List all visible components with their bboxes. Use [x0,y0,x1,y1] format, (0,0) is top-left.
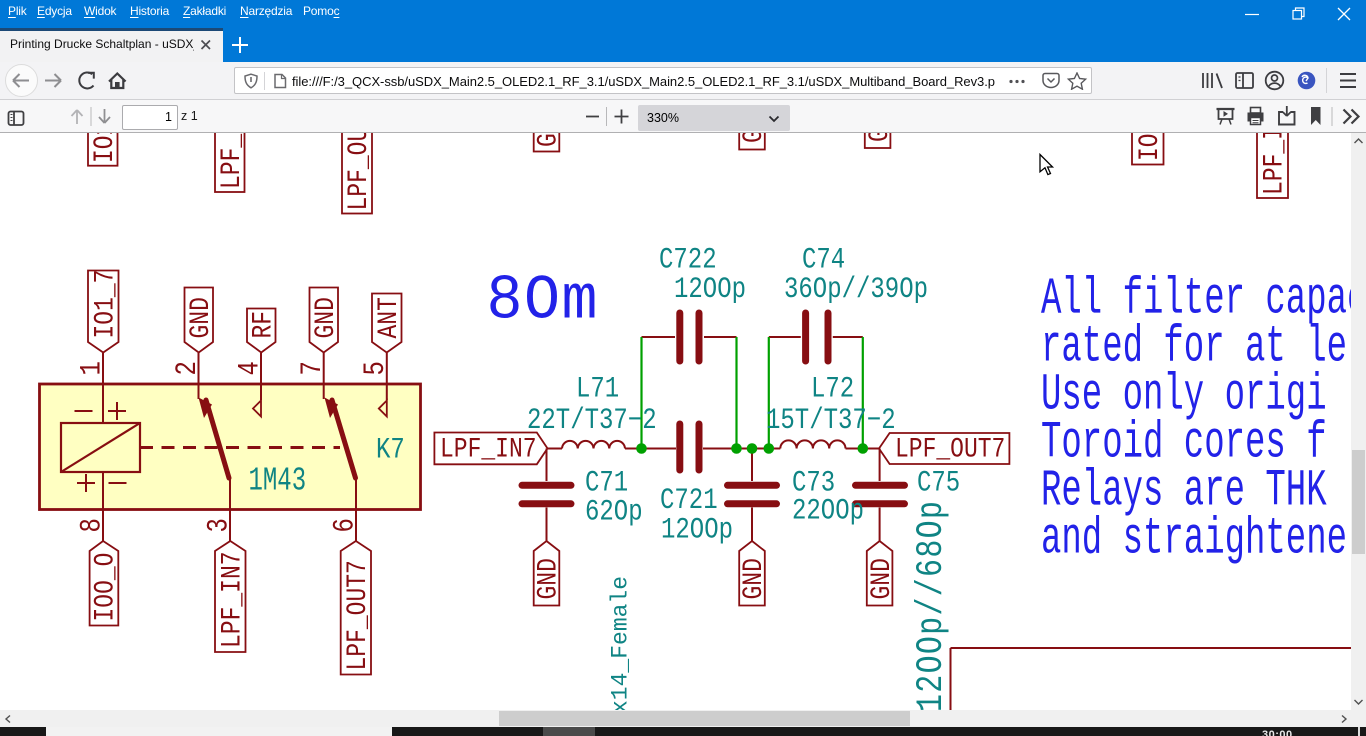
svg-text:1: 1 [76,361,109,375]
svg-text:12OOp: 12OOp [661,514,733,547]
svg-text:12OOp//68Op: 12OOp//68Op [911,500,953,710]
svg-text:4: 4 [234,361,267,375]
svg-text:rated for at le: rated for at le [1041,319,1347,377]
svg-text:GND: GND [185,297,217,338]
svg-text:Relays are THK: Relays are THK [1041,463,1327,521]
svg-text:1M43: 1M43 [249,462,307,500]
svg-text:8: 8 [76,518,109,532]
svg-text:12OOp: 12OOp [674,274,746,307]
svg-text:15T/T37−2: 15T/T37−2 [766,405,896,438]
svg-text:All filter capacit: All filter capacit [1041,271,1351,329]
svg-text:6: 6 [329,518,362,532]
svg-text:C722: C722 [659,244,717,277]
svg-text:LPF_OUT6: LPF_OUT6 [343,133,375,211]
svg-text:x14_Female: x14_Female [608,576,634,710]
svg-text:GND: GND [533,558,565,599]
svg-text:Use only origi: Use only origi [1041,367,1327,425]
svg-text:GND: GND [310,297,342,338]
svg-text:GND: GND [738,558,770,599]
svg-text:3: 3 [203,518,236,532]
svg-text:62Op: 62Op [585,496,643,529]
svg-text:GND: GND [864,133,896,142]
svg-text:RF: RF [247,311,279,339]
svg-text:8Om: 8Om [487,266,599,337]
svg-text:GND: GND [866,558,898,599]
svg-text:LPF_IN6: LPF_IN6 [1259,133,1291,195]
svg-text:C721: C721 [660,485,718,518]
svg-text:7: 7 [297,361,330,375]
svg-text:LPF_IN7: LPF_IN7 [217,551,249,648]
svg-text:IO1_7: IO1_7 [89,270,121,339]
svg-text:L72: L72 [811,373,854,406]
svg-text:K7: K7 [376,434,405,467]
svg-text:L71: L71 [576,373,619,406]
svg-text:C74: C74 [802,244,845,277]
svg-text:C73: C73 [792,468,835,501]
svg-text:IOO_O: IOO_O [89,553,121,622]
svg-text:IO1_6: IO1_6 [1134,133,1166,161]
svg-text:22OOp: 22OOp [792,496,864,529]
svg-text:GND: GND [533,133,565,147]
svg-text:and straightene: and straightene [1041,511,1347,569]
svg-text:ANT: ANT [373,297,405,338]
svg-text:Toroid cores f: Toroid cores f [1041,415,1327,473]
svg-text:36Op//39Op: 36Op//39Op [784,274,928,307]
svg-text:GND: GND [738,133,770,143]
svg-text:LPF_IN6: LPF_IN6 [216,133,248,189]
svg-text:5: 5 [360,361,393,375]
svg-text:C75: C75 [917,468,960,501]
svg-text:2: 2 [172,361,205,375]
svg-text:C71: C71 [585,468,628,501]
svg-text:LPF_OUT7: LPF_OUT7 [895,433,1005,465]
svg-text:LPF_OUT7: LPF_OUT7 [342,560,374,670]
svg-text:22T/T37−2: 22T/T37−2 [527,405,657,438]
svg-text:IO1_7: IO1_7 [89,133,121,163]
svg-text:LPF_IN7: LPF_IN7 [440,433,537,465]
